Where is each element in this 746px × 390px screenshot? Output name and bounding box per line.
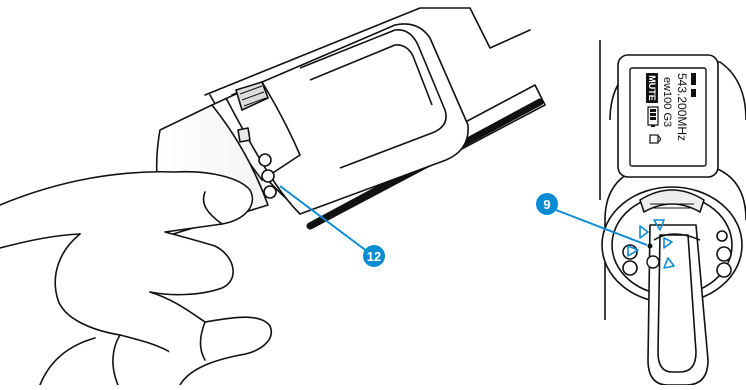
callout-9-number: 9 [543, 197, 550, 212]
right-microphone-illustration: 543.200MHz ew100 G3 MUTE [536, 40, 746, 385]
hand-illustration [0, 172, 271, 385]
receiver-display: 543.200MHz ew100 G3 MUTE [618, 55, 718, 177]
rf-indicator [691, 89, 696, 97]
display-model-text: ew100 G3 [661, 77, 673, 127]
display-mute-text: MUTE [647, 75, 657, 101]
left-microphone-illustration: 12 [0, 8, 545, 385]
callout-12-number: 12 [367, 249, 381, 264]
display-frequency-text: 543.200MHz [675, 73, 689, 141]
signal-indicator [691, 73, 696, 85]
